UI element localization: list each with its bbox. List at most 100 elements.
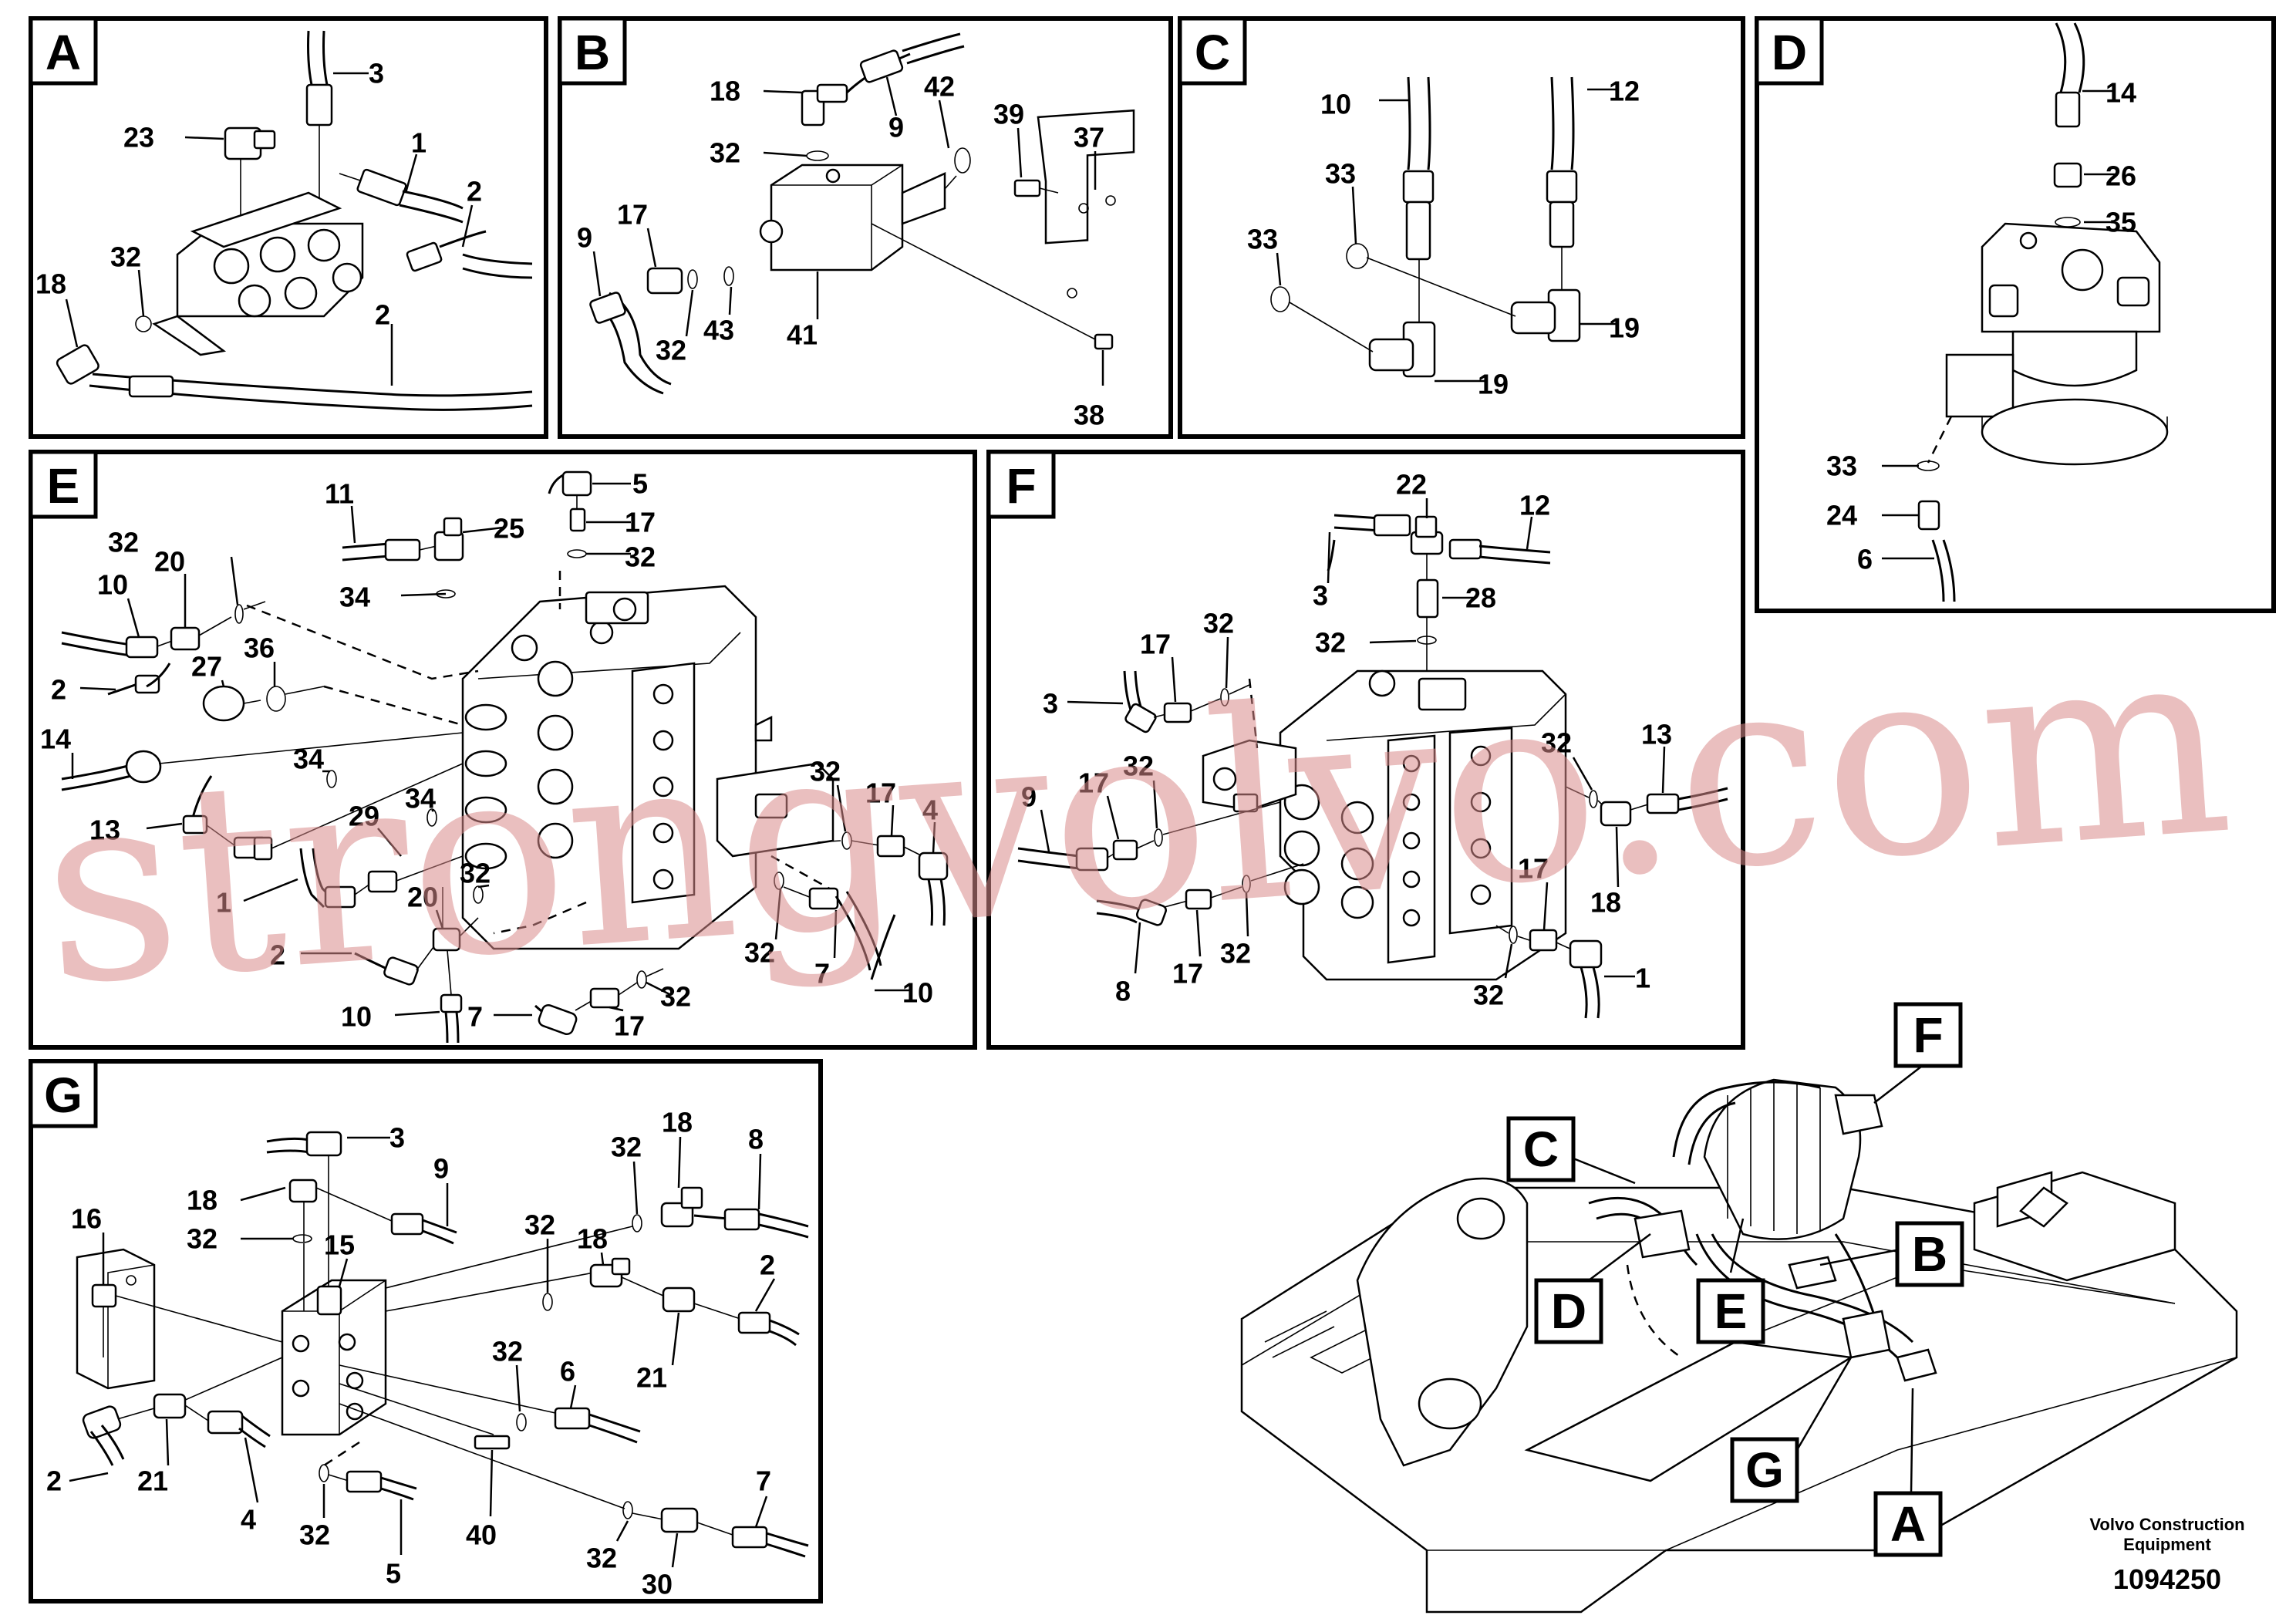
panel-e-tag: E	[47, 458, 80, 514]
panel-c-drawing	[1270, 76, 1581, 378]
panel-b-part-label: 18	[710, 76, 740, 107]
panel-c-part-label: 19	[1609, 312, 1640, 344]
panel-d-leaders	[1882, 89, 2115, 560]
overview-callout-g: G	[1730, 1437, 1799, 1503]
panel-b-part-label: 17	[617, 199, 648, 231]
panel-f-part-label: 32	[1315, 627, 1346, 659]
overview-callout-e: E	[1696, 1278, 1765, 1344]
panel-b-part-label: 39	[993, 99, 1024, 130]
panel-e-part-label: 29	[349, 801, 379, 832]
panel-e-part-label: 13	[89, 814, 120, 846]
panel-e-part-label: 34	[405, 783, 436, 814]
panel-f-part-label: 13	[1641, 719, 1672, 750]
panel-a: A	[29, 16, 548, 439]
svg-text:C: C	[1523, 1121, 1559, 1177]
panel-f-part-label: 3	[1043, 688, 1058, 720]
panel-g-part-label: 6	[560, 1356, 575, 1388]
panel-b-part-label: 9	[888, 112, 904, 143]
panel-e-part-label: 7	[467, 1001, 483, 1033]
panel-b-leaders	[592, 76, 1104, 386]
svg-text:E: E	[1714, 1283, 1748, 1339]
panel-e-part-label: 34	[293, 744, 324, 775]
panel-b-part-label: 43	[703, 315, 734, 346]
panel-e-part-label: 17	[614, 1010, 645, 1042]
panel-a-tag: A	[46, 25, 81, 80]
panel-g-tag: G	[44, 1067, 83, 1123]
panel-g-part-label: 16	[71, 1203, 102, 1235]
svg-text:F: F	[1913, 1007, 1943, 1063]
panel-g-part-label: 5	[386, 1558, 401, 1590]
footer: Volvo Construction Equipment 1094250	[2089, 1515, 2244, 1595]
panel-f-part-label: 18	[1590, 887, 1621, 919]
panel-g-part-label: 32	[611, 1131, 642, 1163]
panel-g-leaders	[69, 1136, 776, 1568]
panel-f-part-label: 17	[1518, 853, 1549, 885]
panel-g-drawing	[76, 1131, 809, 1558]
overview-callout-b: B	[1895, 1221, 1964, 1287]
panel-f-part-label: 32	[1220, 938, 1251, 969]
panel-e: E	[29, 450, 977, 1050]
panel-b-part-label: 37	[1074, 122, 1104, 153]
panel-g-part-label: 3	[389, 1122, 405, 1154]
panel-f-part-label: 12	[1519, 490, 1550, 521]
panel-g-part-label: 18	[577, 1223, 608, 1255]
panel-f-part-label: 22	[1396, 469, 1427, 501]
panel-g-part-label: 30	[642, 1569, 673, 1600]
panel-f: F	[986, 450, 1745, 1050]
panel-g-part-label: 32	[299, 1519, 330, 1551]
panel-e-part-label: 2	[51, 674, 66, 706]
panel-e-part-label: 10	[902, 977, 933, 1009]
panel-e-part-label: 5	[632, 468, 648, 500]
panel-g-part-label: 2	[760, 1249, 775, 1281]
panel-e-leaders	[71, 482, 936, 1017]
panel-e-part-label: 36	[244, 632, 275, 664]
panel-f-part-label: 17	[1172, 958, 1203, 990]
panel-c: C	[1178, 16, 1745, 439]
svg-text:B: B	[1912, 1226, 1947, 1282]
panel-c-part-label: 33	[1247, 224, 1278, 255]
panel-g: G	[29, 1059, 823, 1603]
panel-a-part-label: 1	[411, 127, 426, 159]
panel-f-leaders	[1040, 498, 1666, 979]
panel-g-part-label: 15	[324, 1229, 355, 1261]
svg-text:G: G	[1745, 1442, 1784, 1498]
panel-g-part-label: 18	[662, 1107, 693, 1138]
panel-b: B	[558, 16, 1173, 439]
panel-e-part-label: 4	[922, 794, 938, 826]
panel-f-part-label: 32	[1541, 727, 1572, 759]
panel-g-part-label: 32	[586, 1543, 617, 1574]
panel-b-part-label: 42	[924, 71, 955, 103]
panel-c-part-label: 10	[1320, 89, 1351, 120]
panel-e-part-label: 20	[407, 882, 438, 913]
panel-d-drawing	[1917, 22, 2169, 602]
watermark-text: strongvolvo.com	[33, 587, 2240, 1044]
overview-callout-a: A	[1873, 1491, 1943, 1557]
panel-e-part-label: 14	[40, 723, 71, 755]
panel-g-part-label: 2	[46, 1465, 62, 1497]
panel-d-part-label: 24	[1826, 500, 1857, 531]
panel-c-leaders	[1276, 88, 1618, 383]
panel-g-part-label: 7	[756, 1465, 771, 1497]
panel-e-part-label: 27	[191, 651, 222, 683]
panel-e-part-label: 10	[97, 569, 128, 601]
company-name-line1: Volvo Construction	[2089, 1515, 2244, 1534]
panel-e-part-label: 11	[325, 478, 354, 510]
panel-g-part-label: 8	[748, 1124, 764, 1155]
panel-e-part-label: 17	[625, 507, 656, 538]
panel-g-part-label: 32	[187, 1223, 217, 1255]
panel-g-part-label: 32	[492, 1336, 523, 1367]
panel-c-tag: C	[1195, 25, 1230, 80]
overview-callout-d: D	[1534, 1278, 1603, 1344]
panel-f-part-label: 9	[1021, 781, 1037, 813]
panel-d-part-label: 26	[2106, 160, 2136, 192]
panel-a-part-label: 3	[369, 58, 384, 89]
panel-e-part-label: 32	[660, 981, 691, 1013]
panel-a-part-label: 23	[123, 122, 154, 153]
panel-f-part-label: 17	[1140, 629, 1171, 660]
overview-callout-c: C	[1506, 1116, 1576, 1182]
panel-f-part-label: 3	[1313, 580, 1328, 612]
panel-c-part-label: 19	[1478, 369, 1509, 400]
panel-d-part-label: 6	[1857, 544, 1873, 575]
